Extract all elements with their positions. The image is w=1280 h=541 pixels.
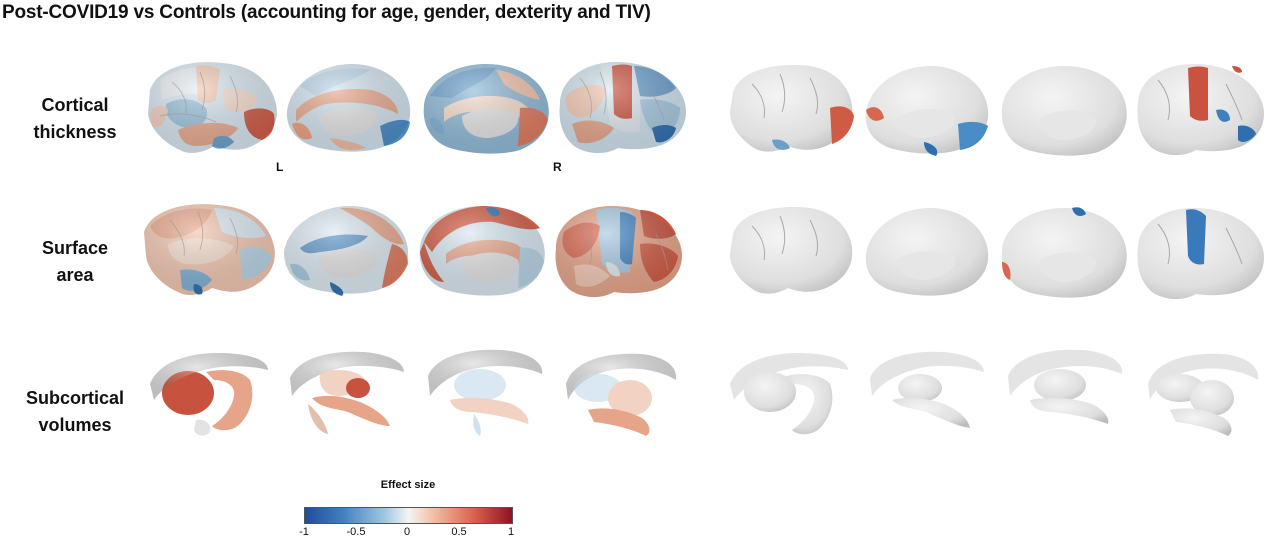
sa-left-lateral-brain [144, 204, 275, 295]
colorbar-title: Effect size [380, 479, 436, 491]
sa-left-medial-brain [284, 206, 409, 296]
row-label-subcortical-volumes: Subcortical volumes [0, 385, 150, 439]
colorbar-tick: -0.5 [346, 526, 366, 538]
ct-left-lateral-brain [148, 62, 277, 153]
sa-sig-right-lateral-brain [1137, 208, 1264, 300]
colorbar-tick: 0 [403, 526, 411, 538]
figure-title: Post-COVID19 vs Controls (accounting for… [2, 2, 651, 23]
row-label-line2: thickness [33, 122, 117, 142]
row-label-line1: Subcortical [25, 388, 125, 408]
ct-left-medial-brain [286, 64, 411, 152]
row-label-line2: area [56, 265, 94, 285]
sv-left-lateral-subcortical [150, 353, 268, 436]
sv-sig-left-lateral-subcortical [730, 353, 848, 435]
row-label-line1: Cortical [41, 95, 109, 115]
colorbar-tick: 0.5 [451, 526, 467, 538]
row-label-line1: Surface [41, 238, 109, 258]
brain-renderings [144, 62, 1264, 436]
row-label-cortical-thickness: Cortical thickness [0, 92, 150, 146]
right-hemisphere-label: R [553, 160, 562, 174]
sa-right-lateral-brain [555, 206, 682, 298]
ct-sig-left-lateral-brain [730, 65, 854, 152]
ct-sig-right-medial-brain [1001, 66, 1127, 156]
sa-right-medial-brain [419, 206, 545, 296]
row-label-surface-area: Surface area [0, 235, 150, 289]
sa-sig-left-medial-brain [865, 208, 989, 296]
ct-sig-right-lateral-brain [1137, 64, 1264, 156]
colorbar-tick: -1 [299, 526, 309, 538]
sv-sig-left-medial-subcortical [870, 351, 984, 428]
sv-right-lateral-subcortical [566, 353, 677, 436]
sa-sig-right-medial-brain [1001, 207, 1127, 298]
sv-left-medial-subcortical [290, 351, 404, 434]
colorbar-tick: 1 [507, 526, 515, 538]
left-hemisphere-label: L [276, 160, 284, 174]
ct-right-medial-brain [423, 64, 549, 154]
ct-sig-left-medial-brain [865, 66, 989, 156]
sa-sig-left-lateral-brain [730, 207, 853, 294]
ct-right-lateral-brain [559, 62, 686, 154]
sv-sig-right-lateral-subcortical [1148, 353, 1259, 436]
sv-right-medial-subcortical [428, 349, 543, 436]
colorbar [304, 507, 513, 524]
sv-sig-right-medial-subcortical [1008, 349, 1123, 424]
row-label-line2: volumes [38, 415, 112, 435]
